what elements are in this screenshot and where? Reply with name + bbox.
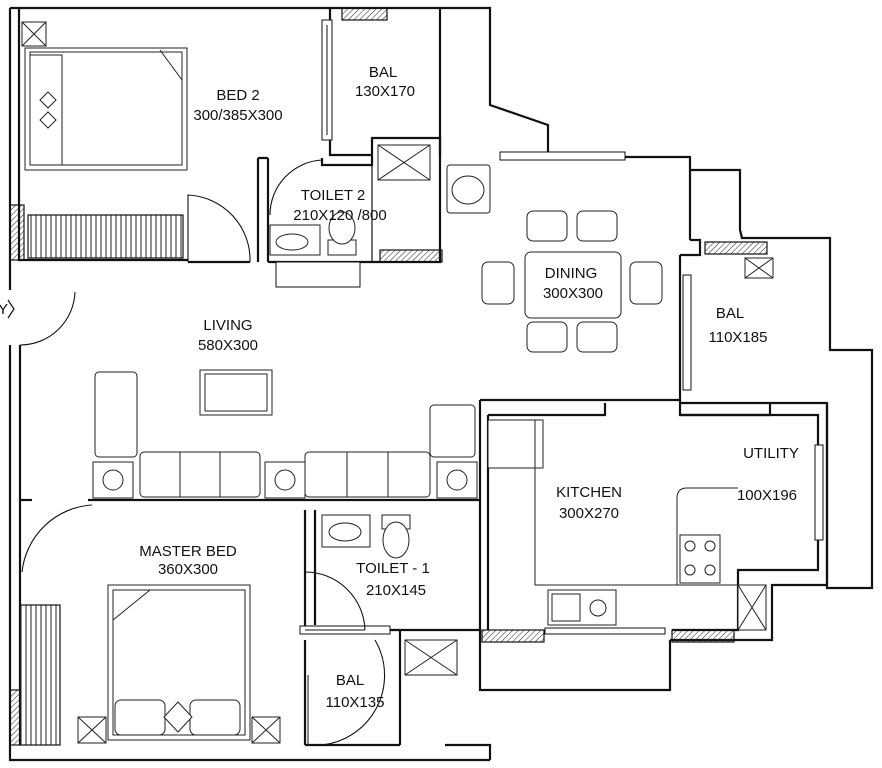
bed2-size: 300/385X300 xyxy=(193,107,282,124)
utility-name: UTILITY xyxy=(743,445,799,462)
toilet2-fixtures xyxy=(269,211,357,256)
living-name: LIVING xyxy=(203,317,252,334)
toilet1-size: 210X145 xyxy=(366,582,426,599)
master-bed-name: MASTER BED xyxy=(139,543,237,560)
kitchen-name: KITCHEN xyxy=(556,484,622,501)
kitchen-furniture xyxy=(487,419,738,626)
bed2-furniture xyxy=(21,21,188,259)
utility-size: 100X196 xyxy=(737,487,797,504)
master-bed-furniture xyxy=(77,584,281,744)
dining-size: 300X300 xyxy=(543,285,603,302)
dining-furniture xyxy=(481,210,663,353)
entry-arrow-icon xyxy=(7,299,15,319)
toilet1-name: TOILET - 1 xyxy=(356,560,430,577)
kitchen-size: 300X270 xyxy=(559,505,619,522)
bal-bottom-name: BAL xyxy=(336,672,364,689)
bal-right-name: BAL xyxy=(716,305,744,322)
master-bed-size: 360X300 xyxy=(158,561,218,578)
toilet2-name: TOILET 2 xyxy=(301,187,365,204)
bal-top-size: 130X170 xyxy=(355,83,415,100)
bed2-name: BED 2 xyxy=(216,87,259,104)
bal-bottom-size: 110X135 xyxy=(326,694,385,711)
bal-right-size: 110X185 xyxy=(709,329,768,346)
hatched-walls xyxy=(9,7,768,746)
shafts xyxy=(377,144,774,676)
toilet1-fixtures xyxy=(321,514,411,559)
interior-walls xyxy=(20,136,829,745)
bal-top-name: BAL xyxy=(369,64,397,81)
living-furniture xyxy=(92,369,478,499)
entry-label-fragment: Y xyxy=(0,301,8,318)
doors xyxy=(19,159,386,746)
living-size: 580X300 xyxy=(198,337,258,354)
toilet2-size: 210X120 /800 xyxy=(293,207,386,224)
room-labels: BED 2 300/385X300 BAL 130X170 TOILET 2 2… xyxy=(0,64,799,711)
dining-name: DINING xyxy=(545,265,598,282)
washbasin xyxy=(446,164,491,214)
